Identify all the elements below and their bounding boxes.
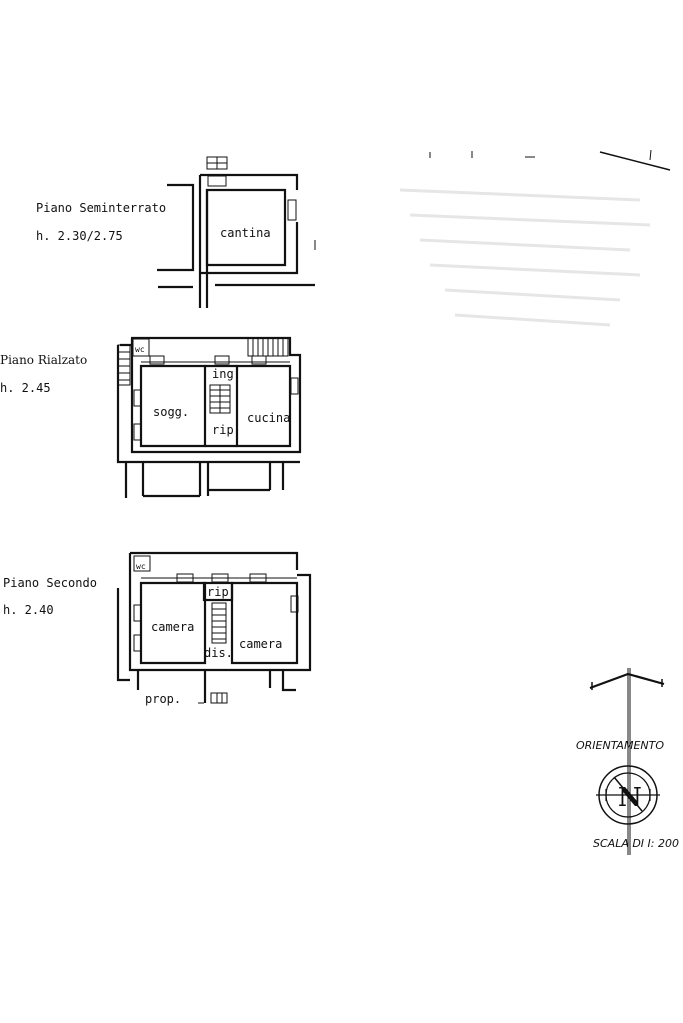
north-symbol: N — [618, 783, 642, 813]
floor-seminterrato: Piano Seminterrato h. 2.30/2.75 cantina — [36, 156, 316, 308]
wc-label: wc — [135, 345, 145, 354]
room-label: cucina — [247, 411, 290, 425]
room-label: dis. — [204, 646, 233, 660]
orientation-label: ORIENTAMENTO — [576, 739, 664, 752]
room-label: rip. — [207, 585, 236, 599]
room-label: cantina — [220, 226, 271, 240]
room-label: prop. — [145, 692, 181, 706]
scale-label: SCALA DI I: 200 — [593, 837, 679, 850]
room-label: camera — [239, 637, 282, 651]
room-label: rip. — [212, 423, 241, 437]
floor-secondo: Piano Secondo h. 2.40 wc — [3, 551, 312, 706]
floor-name: Piano Secondo — [3, 576, 97, 590]
floor-rialzato: Piano Rialzato h. 2.45 wc — [0, 336, 302, 498]
room-label: sogg. — [153, 405, 189, 419]
floor-height: h. 2.45 — [0, 381, 51, 395]
room-label: camera — [151, 620, 194, 634]
wc-label: wc — [136, 562, 146, 571]
floor-height: h. 2.40 — [3, 603, 54, 617]
scan-artifacts — [399, 149, 671, 327]
floor-height: h. 2.30/2.75 — [36, 229, 123, 243]
floor-name: Piano Seminterrato — [36, 201, 166, 215]
orientation-compass: ORIENTAMENTO N SCALA DI I: 200 — [576, 668, 679, 855]
room-label: ing. — [212, 367, 241, 381]
floor-name: Piano Rialzato — [0, 353, 87, 367]
